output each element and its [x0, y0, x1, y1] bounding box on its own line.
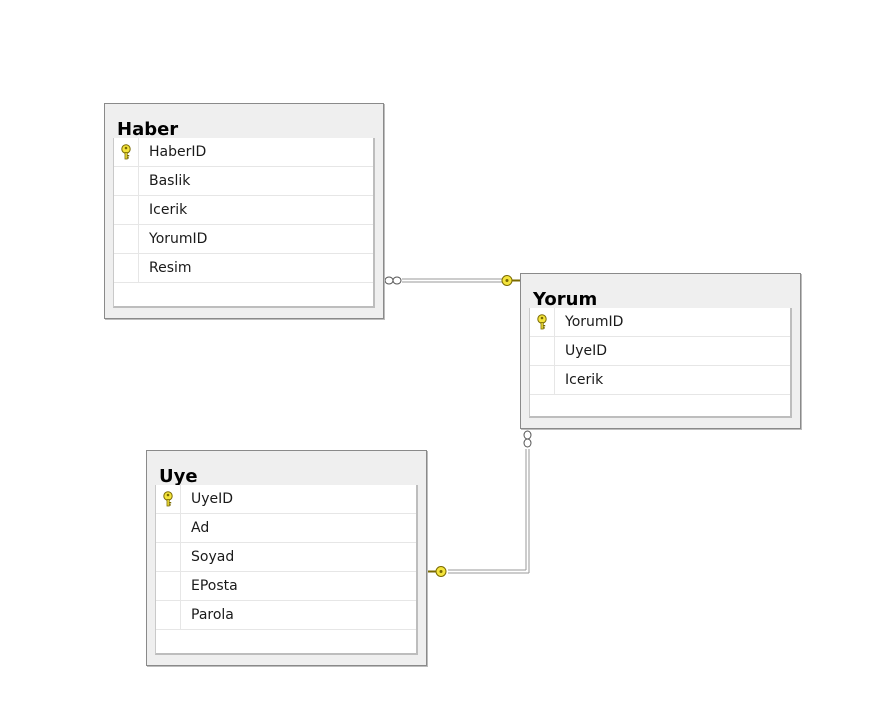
column-row[interactable]: Baslik	[114, 167, 373, 196]
table-yorum[interactable]: Yorum YorumID UyeID Icerik	[520, 273, 801, 429]
column-name: Icerik	[149, 202, 188, 218]
column-row[interactable]: Resim	[114, 254, 373, 283]
column-name: Parola	[191, 607, 234, 623]
row-selector[interactable]	[114, 254, 139, 282]
table-title: Uye	[159, 466, 198, 487]
relationship-yorum-uye[interactable]	[428, 430, 532, 577]
column-row[interactable]: Icerik	[114, 196, 373, 225]
column-row[interactable]: UyeID	[530, 337, 790, 366]
column-row[interactable]: YorumID	[530, 308, 790, 337]
column-row[interactable]: YorumID	[114, 225, 373, 254]
column-name: Icerik	[565, 372, 604, 388]
row-selector[interactable]	[114, 167, 139, 195]
many-end-infinity-icon	[523, 430, 532, 448]
column-row[interactable]: Ad	[156, 514, 416, 543]
column-row[interactable]: UyeID	[156, 485, 416, 514]
row-selector[interactable]	[114, 196, 139, 224]
one-end-key-icon	[501, 275, 520, 286]
relationship-haber-yorum[interactable]	[384, 275, 520, 286]
column-name: Resim	[149, 260, 192, 276]
column-row[interactable]: Parola	[156, 601, 416, 630]
column-name: EPosta	[191, 578, 238, 594]
primary-key-icon	[163, 491, 173, 507]
row-selector[interactable]	[156, 543, 181, 571]
column-name: HaberID	[149, 144, 207, 160]
column-row[interactable]: Icerik	[530, 366, 790, 395]
row-selector[interactable]	[156, 601, 181, 629]
row-selector[interactable]	[156, 485, 181, 513]
row-selector[interactable]	[530, 337, 555, 365]
row-selector[interactable]	[156, 514, 181, 542]
column-name: Baslik	[149, 173, 191, 189]
table-title: Yorum	[533, 289, 598, 310]
column-row[interactable]: EPosta	[156, 572, 416, 601]
column-grid: YorumID UyeID Icerik	[529, 308, 792, 418]
column-name: UyeID	[191, 491, 234, 507]
row-selector[interactable]	[114, 225, 139, 253]
row-selector[interactable]	[114, 138, 139, 166]
column-name: UyeID	[565, 343, 608, 359]
column-name: YorumID	[565, 314, 624, 330]
table-title: Haber	[117, 119, 179, 140]
row-selector[interactable]	[156, 572, 181, 600]
column-row[interactable]: Soyad	[156, 543, 416, 572]
column-name: Soyad	[191, 549, 235, 565]
primary-key-icon	[121, 144, 131, 160]
many-end-infinity-icon	[384, 276, 402, 285]
column-name: YorumID	[149, 231, 208, 247]
row-selector[interactable]	[530, 308, 555, 336]
column-name: Ad	[191, 520, 210, 536]
column-row[interactable]: HaberID	[114, 138, 373, 167]
primary-key-icon	[537, 314, 547, 330]
row-selector[interactable]	[530, 366, 555, 394]
one-end-key-icon	[428, 566, 447, 577]
